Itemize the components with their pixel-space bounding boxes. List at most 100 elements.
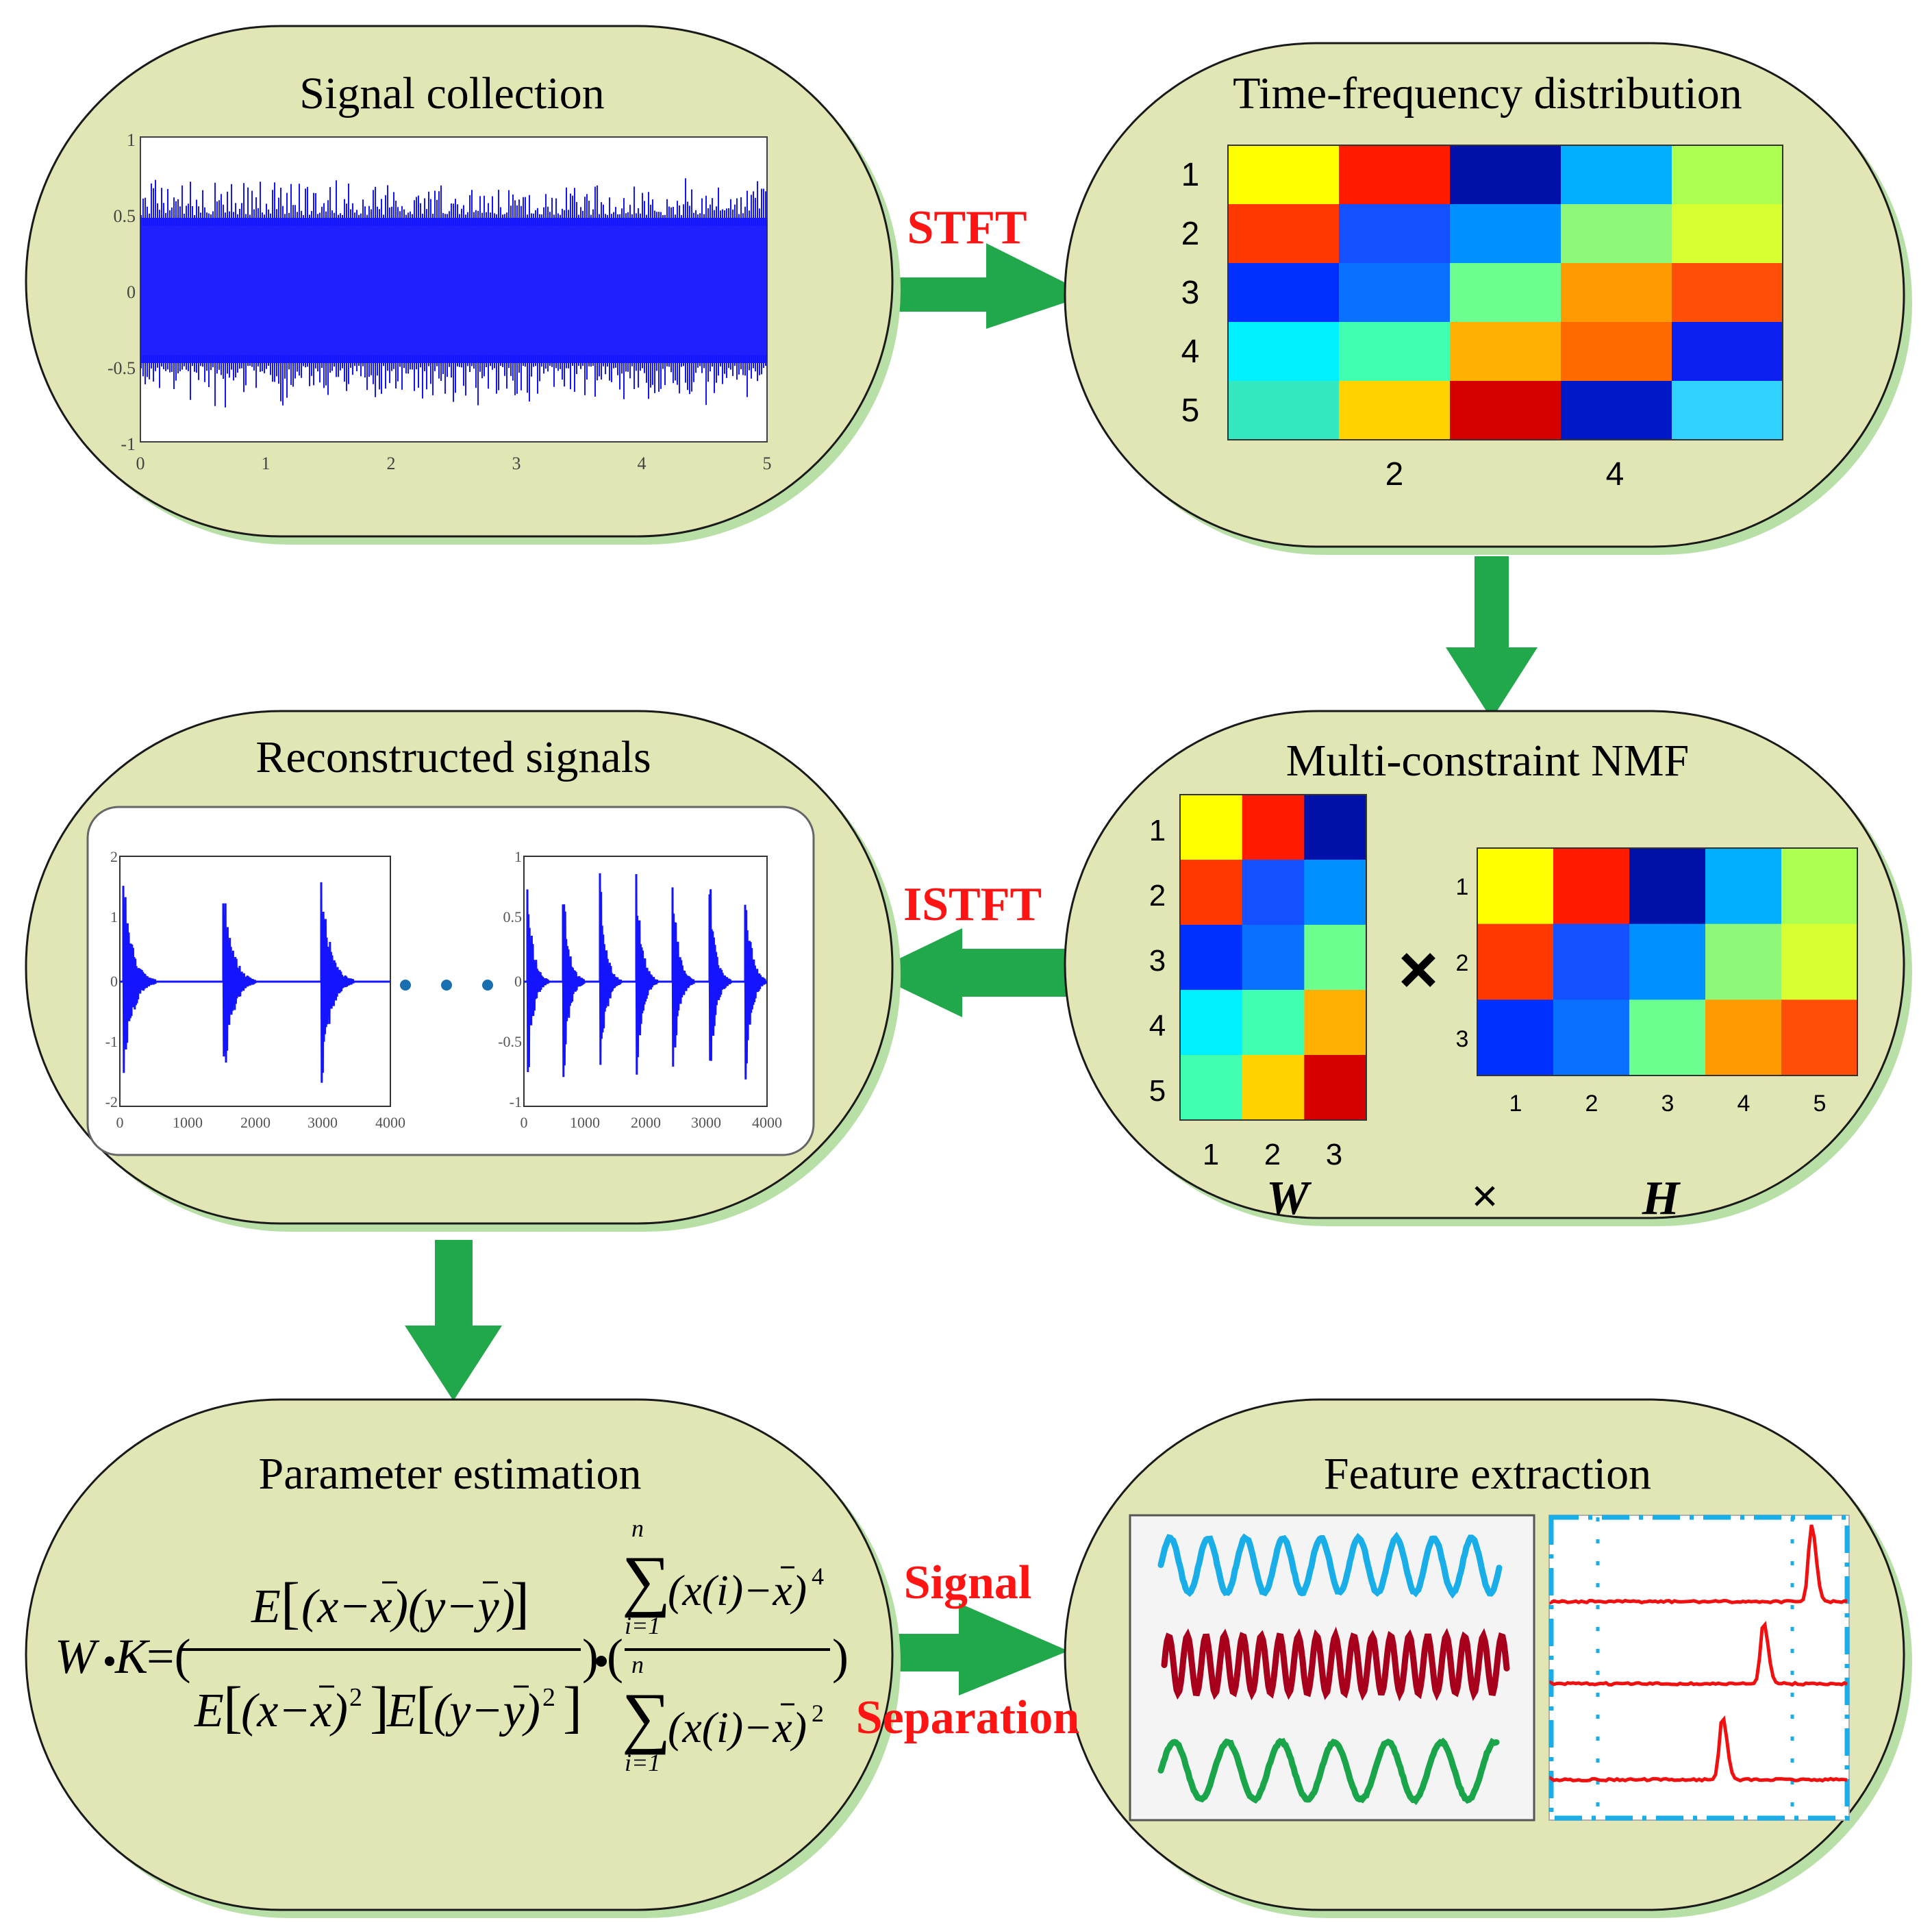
heatmap-cell [1553,923,1630,1000]
svg-text:): ) [582,1629,599,1684]
w-matrix-label: W [1266,1172,1312,1225]
heatmap-cell [1180,925,1243,991]
svg-text:[: [ [281,1571,300,1635]
panel-signal-collection: Signal collection 1 0.5 0 -0.5 -1 0 1 2 … [25,25,901,545]
svg-text:(: ( [607,1629,623,1684]
heatmap-cell [1629,923,1706,1000]
feature-wave-1 [1157,1531,1503,1599]
heatmap-cell [1629,999,1706,1076]
h-matrix-heatmap [1477,848,1858,1076]
signal-spikes-bottom [140,355,766,408]
heatmap-cell [1304,795,1367,860]
tick-label: 1 [1456,874,1469,900]
heatmap-cell [1242,925,1305,991]
tf-row-labels: 1 2 3 4 5 [1181,157,1200,429]
heatmap-cell [1242,990,1305,1056]
recon-left-x-ticks: 0 1000 2000 3000 4000 [116,1114,406,1131]
svg-text:[: [ [223,1676,242,1739]
tick-label: 2 [1385,456,1404,493]
tick-label: 2 [110,848,118,865]
tick-label: 2 [1181,216,1200,252]
heatmap-cell [1180,860,1243,925]
svg-text:E: E [386,1684,416,1737]
svg-text:(y−y): (y−y) [434,1684,540,1737]
tick-label: 1 [1149,814,1166,847]
tick-label: 4 [1181,334,1200,370]
tick-label: 5 [1149,1074,1166,1108]
feature-wave-3 [1157,1737,1500,1806]
tick-label: 0 [110,973,118,990]
svg-text:[: [ [416,1676,435,1739]
heatmap-cell [1304,925,1367,991]
tick-label: 3 [1149,944,1166,978]
recon-right-y-ticks: 1 0.5 0 -0.5 -1 [498,848,522,1110]
heatmap-cell [1561,145,1672,205]
heatmap-cell [1477,848,1554,925]
tick-label: 2 [1149,879,1166,912]
svg-text:(x−x): (x−x) [241,1684,348,1737]
multiply-symbol-bold [1401,953,1435,987]
heatmap-cell [1228,263,1340,323]
heatmap-cell [1672,204,1783,264]
tick-label: 0 [127,282,136,302]
istft-label: ISTFT [903,878,1042,931]
tick-label: 4 [1149,1009,1166,1043]
tick-label: 3 [1661,1091,1674,1117]
tick-label: 2000 [240,1114,271,1131]
heatmap-cell [1672,263,1783,323]
heatmap-cell [1180,795,1243,860]
tick-label: 1 [1509,1091,1522,1117]
heatmap-cell [1450,381,1561,440]
svg-text:]: ] [370,1676,389,1739]
heatmap-cell [1561,381,1672,440]
heatmap-cell [1561,204,1672,264]
arrow-signal-separation [870,1603,1068,1695]
tick-label: 0.5 [114,206,136,226]
svg-text:4: 4 [812,1563,824,1590]
panel-reconstructed: Reconstructed signals 2 1 0 -1 -2 0 1000… [25,710,901,1232]
heatmap-cell [1705,848,1782,925]
panel-title-nmf: Multi-constraint NMF [1286,736,1690,786]
svg-text:n: n [631,1651,644,1678]
signal-spikes-top [140,178,766,226]
w-row-labels: 1 2 3 4 5 [1149,814,1166,1108]
heatmap-cell [1561,322,1672,382]
tf-col-labels: 2 4 [1385,456,1624,493]
svg-text:): ) [832,1629,849,1684]
tick-label: 0.5 [503,908,523,925]
arrow-stft [883,243,1089,329]
tick-label: 3 [512,453,521,473]
svg-text:2: 2 [542,1683,555,1712]
tick-label: 1 [262,453,271,473]
tick-label: 5 [1181,393,1200,429]
panel-title-reconstructed: Reconstructed signals [255,732,651,782]
svg-text:2: 2 [812,1700,824,1727]
heatmap-cell [1705,999,1782,1076]
heatmap-cell [1339,204,1451,264]
heatmap-cell [1304,860,1367,925]
heatmap-cell [1672,145,1783,205]
ellipsis-dots [400,980,493,991]
heatmap-cell [1450,322,1561,382]
tick-label: 2 [1264,1138,1281,1171]
tick-label: 2 [387,453,396,473]
svg-text:(x(i)−x): (x(i)−x) [668,1703,807,1752]
panel-title-time-frequency: Time-frequency distribution [1233,69,1742,119]
panel-title-feature-extraction: Feature extraction [1324,1449,1651,1499]
heatmap-cell [1781,999,1858,1076]
signal-y-ticks: 1 0.5 0 -0.5 -1 [108,130,136,454]
tick-label: 3 [1326,1138,1342,1171]
heatmap-cell [1304,1055,1367,1121]
heatmap-cell [1450,204,1561,264]
signal-separation-label-line2: Separation [856,1691,1080,1744]
tick-label: 0 [136,453,145,473]
heatmap-cell [1180,1055,1243,1121]
h-row-labels: 1 2 3 [1456,874,1469,1052]
svg-text:n: n [631,1515,644,1542]
tick-label: 0 [116,1114,124,1131]
tick-label: -1 [510,1093,522,1110]
tick-label: -0.5 [498,1033,522,1050]
svg-text:(x(i)−x): (x(i)−x) [668,1566,807,1615]
